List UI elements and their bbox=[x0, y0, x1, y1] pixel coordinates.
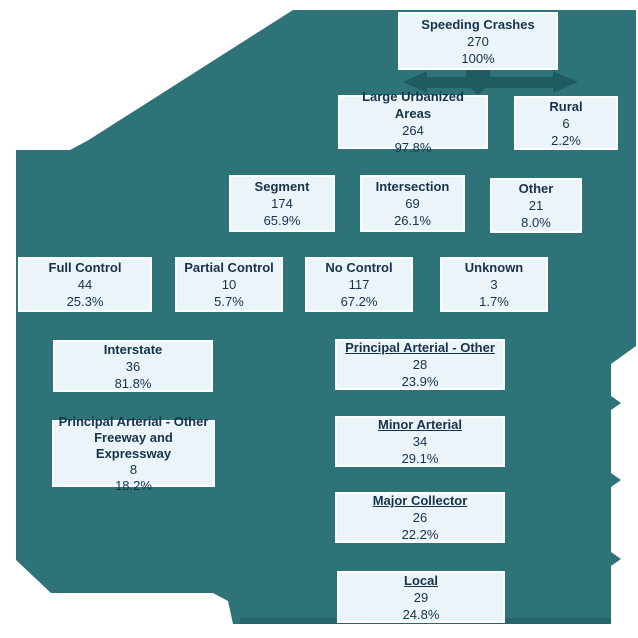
node-title: Partial Control bbox=[184, 260, 274, 275]
node-major-collector: Major Collector 26 22.2% bbox=[335, 492, 505, 543]
node-title: Speeding Crashes bbox=[421, 16, 535, 32]
node-count: 8 bbox=[129, 461, 138, 477]
node-title: Segment bbox=[254, 179, 310, 194]
node-count: 69 bbox=[405, 196, 420, 211]
node-title: Intersection bbox=[375, 179, 450, 194]
node-count: 21 bbox=[528, 198, 544, 213]
node-interstate: Interstate 36 81.8% bbox=[53, 340, 213, 392]
node-other: Other 21 8.0% bbox=[490, 178, 582, 233]
node-pa-other-freeway-expressway: Principal Arterial - Other Freeway and E… bbox=[52, 414, 215, 493]
node-full-control: Full Control 44 25.3% bbox=[18, 257, 152, 312]
node-percent: 2.2% bbox=[551, 132, 581, 148]
node-percent: 24.8% bbox=[402, 606, 440, 622]
node-count: 117 bbox=[348, 277, 370, 292]
node-percent: 29.1% bbox=[401, 451, 439, 466]
node-percent: 100% bbox=[461, 50, 495, 66]
node-title: Minor Arterial bbox=[377, 417, 463, 432]
node-minor-arterial: Minor Arterial 34 29.1% bbox=[335, 416, 505, 467]
node-segment: Segment 174 65.9% bbox=[229, 175, 335, 232]
node-no-control: No Control 117 67.2% bbox=[305, 257, 413, 312]
node-percent: 67.2% bbox=[340, 294, 378, 309]
node-intersection: Intersection 69 26.1% bbox=[360, 175, 465, 232]
node-title: Rural bbox=[549, 98, 583, 114]
node-count: 6 bbox=[562, 115, 570, 131]
branch-arrow bbox=[403, 70, 578, 95]
node-rural: Rural 6 2.2% bbox=[514, 96, 618, 150]
node-principal-arterial-other: Principal Arterial - Other 28 23.9% bbox=[335, 339, 505, 390]
node-percent: 8.0% bbox=[521, 215, 551, 230]
node-count: 270 bbox=[467, 33, 489, 49]
node-count: 34 bbox=[412, 434, 428, 449]
node-partial-control: Partial Control 10 5.7% bbox=[175, 257, 283, 312]
node-title: Local bbox=[404, 572, 438, 588]
node-title: Major Collector bbox=[372, 493, 468, 508]
node-speeding-crashes: Speeding Crashes 270 100% bbox=[398, 12, 558, 70]
node-percent: 23.9% bbox=[401, 374, 439, 389]
node-title: Interstate bbox=[103, 341, 163, 357]
node-title: Large Urbanized Areas bbox=[362, 89, 464, 121]
node-title: Full Control bbox=[48, 260, 122, 275]
node-percent: 26.1% bbox=[394, 213, 431, 228]
node-count: 26 bbox=[412, 510, 428, 525]
node-percent: 25.3% bbox=[66, 294, 104, 309]
node-count: 29 bbox=[413, 589, 429, 605]
node-count: 44 bbox=[77, 277, 93, 292]
node-title: Other bbox=[518, 181, 554, 196]
node-count: 36 bbox=[125, 358, 141, 374]
node-percent: 18.2% bbox=[115, 477, 152, 493]
node-percent: 97.8% bbox=[394, 140, 432, 155]
node-percent: 5.7% bbox=[214, 294, 244, 309]
node-title: Principal Arterial - Other bbox=[345, 340, 495, 355]
node-title: No Control bbox=[325, 260, 393, 275]
node-large-urbanized-areas: Large Urbanized Areas 264 97.8% bbox=[338, 89, 488, 155]
node-percent: 22.2% bbox=[401, 527, 439, 542]
node-unknown: Unknown 3 1.7% bbox=[440, 257, 548, 312]
node-title: Unknown bbox=[464, 260, 524, 275]
node-title: Principal Arterial - Other Freeway and E… bbox=[58, 413, 209, 461]
node-count: 28 bbox=[412, 357, 428, 372]
node-count: 10 bbox=[221, 277, 237, 292]
node-count: 264 bbox=[402, 123, 424, 138]
node-percent: 81.8% bbox=[114, 375, 152, 391]
node-count: 174 bbox=[271, 196, 293, 211]
node-count: 3 bbox=[490, 277, 498, 292]
node-percent: 1.7% bbox=[479, 294, 509, 309]
node-percent: 65.9% bbox=[263, 213, 301, 228]
node-local: Local 29 24.8% bbox=[337, 571, 505, 623]
